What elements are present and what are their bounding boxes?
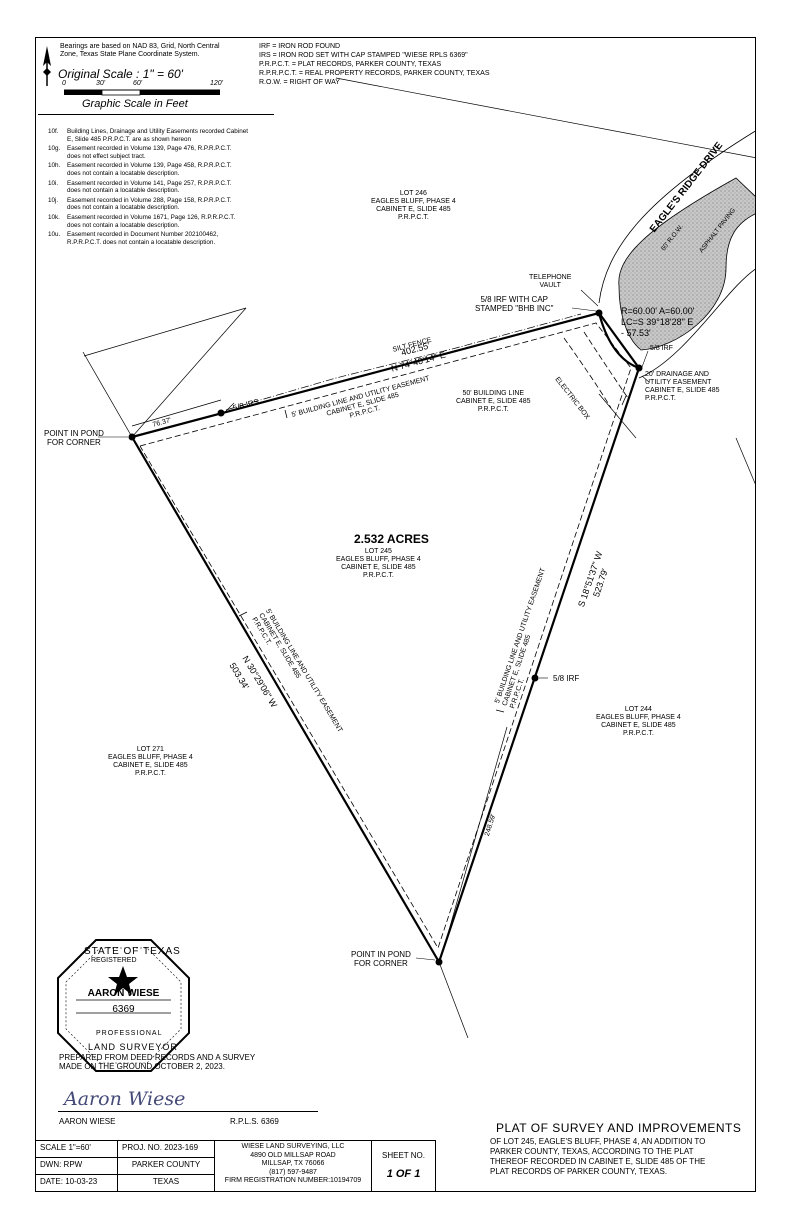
seal-name: AARON WIESE bbox=[87, 988, 160, 999]
irf-cap-monument bbox=[595, 309, 603, 317]
date-cell: DATE: 10-03-23 bbox=[36, 1175, 118, 1191]
signature-line bbox=[58, 1111, 318, 1112]
building-line-50ft bbox=[563, 337, 612, 409]
seal-state: STATE OF TEXAS bbox=[84, 946, 181, 957]
surveyor-signature: Aaron Wiese bbox=[64, 1088, 186, 1110]
scale-cell: SCALE 1"=60' bbox=[36, 1141, 118, 1158]
north-arrow-icon bbox=[43, 46, 51, 86]
title-block: SCALE 1"=60' PROJ. NO. 2023-169 DWN: RPW… bbox=[36, 1140, 436, 1191]
project-cell: PROJ. NO. 2023-169 bbox=[118, 1141, 215, 1158]
irf-east-label: 5/8 IRF bbox=[650, 345, 673, 352]
scale-caption: Graphic Scale in Feet bbox=[82, 98, 188, 110]
sheet-cell: SHEET NO. 1 OF 1 bbox=[372, 1141, 436, 1191]
scale-tick-30: 30' bbox=[96, 80, 106, 87]
adjoining-line-north bbox=[335, 77, 755, 158]
acreage-label: 2.532 ACRES bbox=[354, 532, 429, 546]
seal-land-surveyor: LAND SURVEYOR bbox=[88, 1042, 178, 1052]
dimension-line-7637 bbox=[131, 399, 222, 427]
drawn-cell: DWN: RPW bbox=[36, 1158, 118, 1175]
legend: IRF = IRON ROD FOUND IRS = IRON ROD SET … bbox=[259, 43, 490, 86]
easement-notes: 10f.Building Lines, Drainage and Utility… bbox=[48, 128, 248, 246]
irf-east-monument bbox=[635, 364, 643, 372]
dimension-line-24859 bbox=[440, 726, 508, 959]
star-icon bbox=[108, 966, 138, 995]
adjoining-line-west bbox=[82, 351, 133, 438]
note-divider bbox=[38, 114, 274, 115]
adjoining-line-south bbox=[438, 961, 469, 1039]
asphalt-paving bbox=[618, 177, 755, 351]
graphic-scale-bar bbox=[64, 89, 220, 96]
corner-pond-south bbox=[435, 958, 443, 966]
seal-registered: REGISTERED bbox=[91, 957, 137, 964]
scale-tick-0: 0 bbox=[62, 80, 66, 87]
plat-description: OF LOT 245, EAGLE'S BLUFF, PHASE 4, AN A… bbox=[490, 1137, 706, 1176]
seal-professional: PROFESSIONAL bbox=[96, 1030, 163, 1037]
seal-number: 6369 bbox=[112, 1004, 135, 1015]
scale-tick-120: 120' bbox=[210, 80, 224, 87]
row-line-east bbox=[638, 268, 755, 379]
bearing-basis: Bearings are based on NAD 83, Grid, Nort… bbox=[60, 43, 220, 58]
curve-data: R=60.00' A=60.00'LC=S 39°18'28" E- 57.53… bbox=[621, 306, 695, 338]
surveyor-seal bbox=[57, 939, 190, 1072]
surveyor-name: AARON WIESE bbox=[59, 1117, 116, 1126]
plat-drawing bbox=[82, 77, 755, 1039]
building-line-5ft bbox=[139, 322, 632, 949]
county-cell: PARKER COUNTY bbox=[118, 1158, 215, 1175]
corner-pond-west bbox=[128, 433, 136, 441]
scale-tick-60: 60' bbox=[133, 80, 143, 87]
plat-sheet: Bearings are based on NAD 83, Grid, Nort… bbox=[35, 37, 756, 1192]
state-cell: TEXAS bbox=[118, 1175, 215, 1191]
row-line-west bbox=[598, 130, 755, 304]
silt-fence-line bbox=[225, 313, 582, 411]
irs-monument bbox=[217, 409, 225, 417]
irf-south-monument bbox=[531, 674, 539, 682]
irf-south-label: 5/8 IRF bbox=[553, 674, 580, 683]
rpls-number: R.P.L.S. 6369 bbox=[230, 1117, 279, 1126]
plat-title: PLAT OF SURVEY AND IMPROVEMENTS bbox=[496, 1121, 742, 1135]
original-scale: Original Scale : 1" = 60' bbox=[58, 67, 183, 81]
